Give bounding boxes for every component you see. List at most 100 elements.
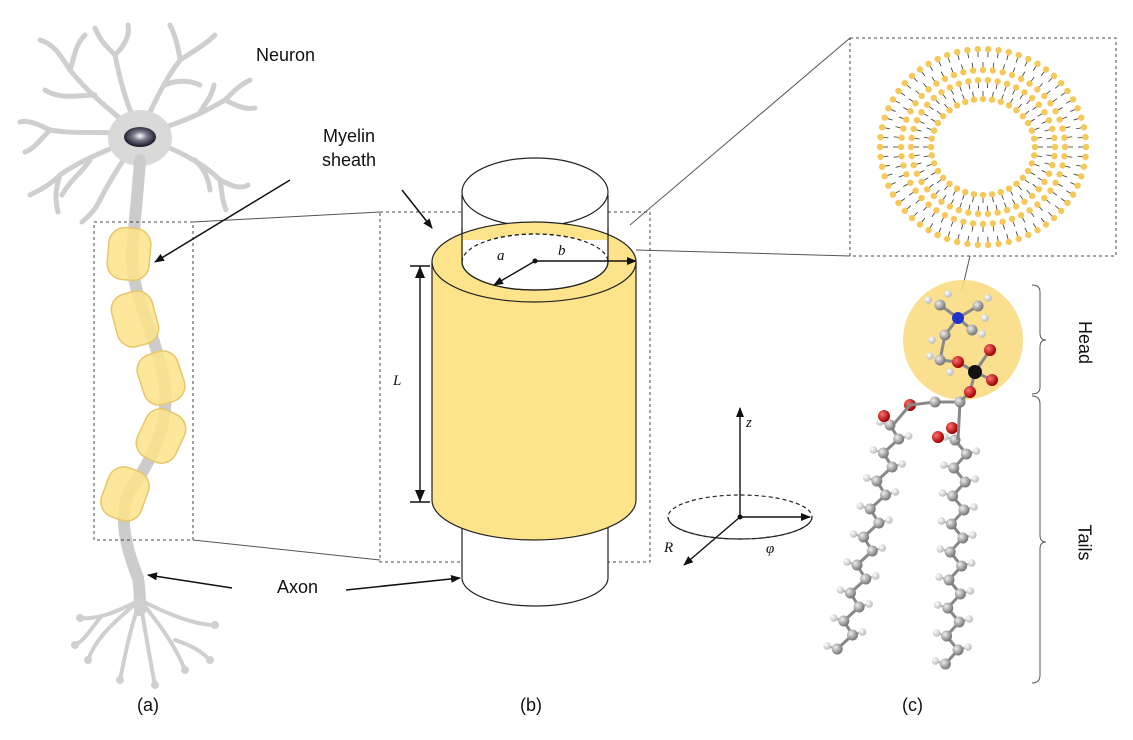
lipid-head bbox=[907, 143, 915, 151]
lipid-head bbox=[1025, 231, 1032, 239]
lipid-head bbox=[944, 235, 951, 243]
carbon-atom bbox=[966, 324, 978, 336]
carbon-atom bbox=[860, 573, 872, 585]
lipid-head bbox=[1045, 170, 1053, 177]
lipid-head bbox=[939, 174, 947, 182]
lipid-head bbox=[1061, 134, 1068, 141]
hydrogen-atom bbox=[869, 446, 878, 454]
lipid-head bbox=[910, 161, 917, 169]
lipid-head bbox=[925, 60, 932, 68]
head-group-highlight bbox=[903, 280, 1023, 400]
lipid-head bbox=[934, 55, 941, 63]
caption-b: (b) bbox=[520, 695, 542, 715]
lipid-head bbox=[925, 201, 932, 208]
lipid-head bbox=[918, 178, 925, 186]
lipid-head bbox=[1059, 162, 1066, 169]
lipid-head bbox=[988, 191, 996, 198]
carbon-atom bbox=[858, 531, 870, 543]
hydrogen-atom bbox=[898, 460, 906, 468]
lipid-head bbox=[1069, 96, 1077, 103]
carbon-atom bbox=[941, 630, 953, 642]
lipid-head bbox=[925, 226, 932, 234]
hydrogen-atom bbox=[904, 432, 913, 440]
lipid-head bbox=[969, 67, 977, 74]
neuron-title: Neuron bbox=[256, 45, 316, 65]
lipid-head bbox=[923, 186, 931, 193]
lipid-head bbox=[1051, 134, 1058, 142]
lipid-head bbox=[1078, 173, 1085, 180]
lipid-head bbox=[1028, 192, 1036, 200]
phospholipid-molecule bbox=[823, 280, 1023, 670]
lipid-head bbox=[1069, 191, 1077, 198]
lipid-head bbox=[933, 207, 940, 214]
lipid-head bbox=[999, 218, 1006, 225]
lipid-head bbox=[1005, 238, 1013, 246]
lipid-head bbox=[965, 209, 972, 216]
lipid-head bbox=[995, 240, 1002, 248]
lipid-head bbox=[946, 84, 954, 91]
lipid-head bbox=[928, 152, 935, 159]
lipid-head bbox=[1047, 187, 1054, 194]
lipid-head bbox=[930, 192, 938, 200]
hydrogen-atom bbox=[965, 615, 973, 623]
lipid-head bbox=[903, 116, 910, 123]
lipid-head bbox=[916, 221, 924, 228]
lipid-head bbox=[912, 187, 919, 194]
hydrogen-atom bbox=[971, 475, 979, 483]
carbon-atom bbox=[957, 532, 969, 544]
lipid-head bbox=[916, 66, 924, 73]
lipid-head bbox=[1041, 108, 1048, 116]
myelin-label-line2: sheath bbox=[322, 150, 377, 170]
hydrogen-atom bbox=[836, 586, 845, 594]
lipid-head bbox=[953, 238, 961, 246]
lipid-head bbox=[939, 112, 947, 120]
lipid-head bbox=[1041, 92, 1048, 100]
lipid-head bbox=[964, 240, 971, 248]
axon-label: Axon bbox=[277, 577, 319, 597]
carbon-atom bbox=[954, 588, 966, 600]
nitrogen-atom bbox=[952, 312, 964, 324]
lipid-head bbox=[918, 92, 925, 100]
lipid-head bbox=[1057, 207, 1065, 215]
hydrogen-atom bbox=[931, 657, 940, 665]
lipid-head bbox=[908, 214, 916, 222]
lipid-head bbox=[881, 114, 888, 121]
lipid-head bbox=[979, 191, 987, 199]
lipid-head bbox=[889, 96, 897, 103]
hydrogen-atom bbox=[928, 336, 936, 344]
axis-z-label: z bbox=[746, 415, 752, 431]
lipid-head bbox=[930, 94, 938, 102]
lipid-head bbox=[997, 98, 1004, 106]
lipid-head bbox=[946, 180, 953, 187]
lipid-head bbox=[944, 51, 951, 59]
cylinder-model bbox=[379, 157, 651, 607]
lipid-head bbox=[907, 108, 914, 115]
zoom-line-vesicle-top bbox=[629, 37, 851, 226]
lipid-head bbox=[984, 210, 992, 218]
carbon-atom bbox=[952, 644, 964, 656]
hydrogen-atom bbox=[865, 600, 873, 608]
lipid-head bbox=[1015, 51, 1022, 59]
carbon-atom bbox=[947, 490, 959, 502]
lipid-head bbox=[985, 45, 992, 53]
lipid-head bbox=[955, 206, 963, 214]
lipid-head bbox=[962, 98, 969, 106]
lipid-head bbox=[1082, 133, 1089, 141]
lipid-head bbox=[928, 135, 935, 142]
hydrogen-atom bbox=[972, 447, 981, 455]
lipid-head bbox=[989, 220, 997, 227]
lipid-head bbox=[1028, 160, 1036, 167]
lipid-head bbox=[1005, 48, 1013, 56]
lipid-head bbox=[1082, 153, 1089, 161]
hydrogen-atom bbox=[843, 558, 851, 566]
hydrogen-atom bbox=[966, 587, 975, 595]
myelin-arrow-left bbox=[154, 179, 291, 263]
lipid-head bbox=[1003, 206, 1011, 214]
lipid-head bbox=[885, 105, 892, 112]
carbon-atom bbox=[959, 476, 971, 488]
axis-phi-label: φ bbox=[766, 541, 775, 557]
carbon-atom bbox=[934, 299, 946, 311]
coordinate-axes bbox=[667, 407, 813, 566]
lipid-head bbox=[1026, 80, 1033, 87]
lipid-head bbox=[1051, 143, 1059, 151]
